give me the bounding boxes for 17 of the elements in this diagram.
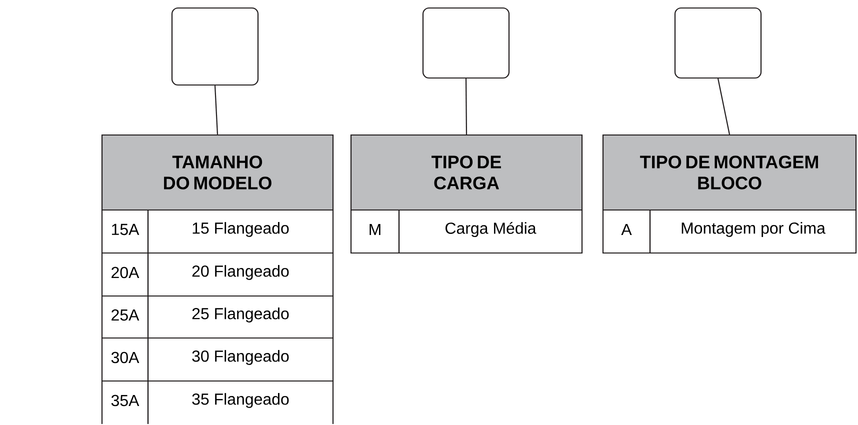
empty-box	[422, 7, 510, 79]
connector-line	[717, 78, 730, 135]
table-cell: 30 Flangeado	[147, 337, 334, 382]
table-cell: 25 Flangeado	[147, 295, 334, 339]
table-cell: 35A	[101, 380, 149, 424]
header-box: TAMANHO DO MODELO	[101, 134, 334, 211]
table-cell: 30A	[101, 337, 149, 382]
connector-line	[214, 86, 218, 134]
table-cell: 25A	[101, 295, 149, 339]
table-cell: 20 Flangeado	[147, 252, 334, 297]
table-cell: 35 Flangeado	[147, 380, 334, 424]
header-box: TIPO DE CARGA	[350, 134, 583, 211]
table-cell: 20A	[101, 252, 149, 297]
empty-box	[171, 7, 259, 86]
empty-box	[674, 7, 762, 79]
header-box: TIPO DE MONTAGEM BLOCO	[602, 134, 857, 211]
connector-line	[465, 78, 468, 134]
